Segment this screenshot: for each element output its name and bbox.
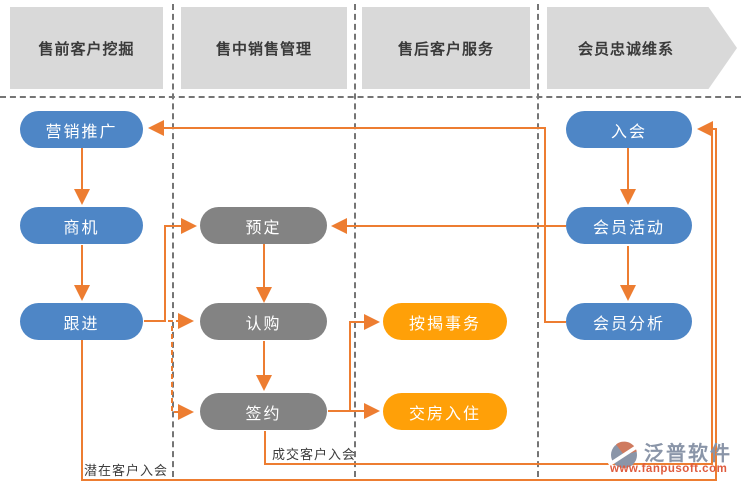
fanpu-logo-url: www.fanpusoft.com [610, 463, 728, 475]
node-join: 入会 [566, 111, 692, 148]
lane-aftersale: 售后客户服务 [362, 7, 530, 89]
node-movein-label: 交房入住 [408, 405, 481, 423]
node-subscribe-label: 认购 [245, 315, 282, 333]
lane-loyalty-chevron: 会员忠诚维系 [547, 7, 737, 89]
node-sign: 签约 [200, 393, 327, 430]
node-opportunity-label: 商机 [63, 219, 100, 237]
node-reserve-label: 预定 [245, 219, 282, 237]
node-followup: 跟进 [20, 303, 143, 340]
annotation-deal-customer-join: 成交客户入会 [272, 447, 357, 462]
connector-followup-to-reserve [144, 218, 197, 322]
node-movein: 交房入住 [383, 393, 507, 430]
lane-loyalty-label: 会员忠诚维系 [577, 40, 674, 58]
connector-potential-join-to-join [81, 121, 717, 481]
fanpu-logo: 泛普软件 www.fanpusoft.com [608, 437, 734, 481]
lane-sale: 售中销售管理 [181, 7, 347, 89]
connector-followup-to-sign-dashed [171, 326, 194, 420]
lane-divider-2 [354, 4, 356, 477]
lane-divider-3 [537, 4, 539, 477]
node-followup-label: 跟进 [63, 315, 100, 333]
lane-presale: 售前客户挖掘 [10, 7, 163, 89]
node-join-label: 入会 [610, 123, 647, 141]
fanpu-logo-text: 泛普软件 [644, 443, 732, 465]
connector-deal-join-line [264, 130, 713, 465]
header-divider-line [0, 96, 741, 98]
node-member-activity-label: 会员活动 [592, 219, 665, 237]
node-mortgage: 按揭事务 [383, 303, 507, 340]
node-sign-label: 签约 [245, 405, 282, 423]
node-marketing-label: 营销推广 [45, 123, 118, 141]
connector-sign-to-mortgage [349, 314, 380, 411]
node-opportunity: 商机 [20, 207, 143, 244]
node-member-activity: 会员活动 [566, 207, 692, 244]
lane-aftersale-label: 售后客户服务 [397, 40, 494, 58]
node-marketing: 营销推广 [20, 111, 143, 148]
lane-divider-1 [172, 4, 174, 477]
fanpu-logo-icon [608, 441, 640, 468]
node-mortgage-label: 按揭事务 [408, 315, 481, 333]
node-member-analysis-label: 会员分析 [592, 315, 665, 333]
node-subscribe: 认购 [200, 303, 327, 340]
node-member-analysis: 会员分析 [566, 303, 692, 340]
annotation-potential-customer-join: 潜在客户入会 [84, 463, 169, 478]
node-reserve: 预定 [200, 207, 327, 244]
lane-sale-label: 售中销售管理 [215, 40, 312, 58]
connector-analysis-to-marketing [148, 120, 566, 323]
lane-presale-label: 售前客户挖掘 [38, 40, 135, 58]
